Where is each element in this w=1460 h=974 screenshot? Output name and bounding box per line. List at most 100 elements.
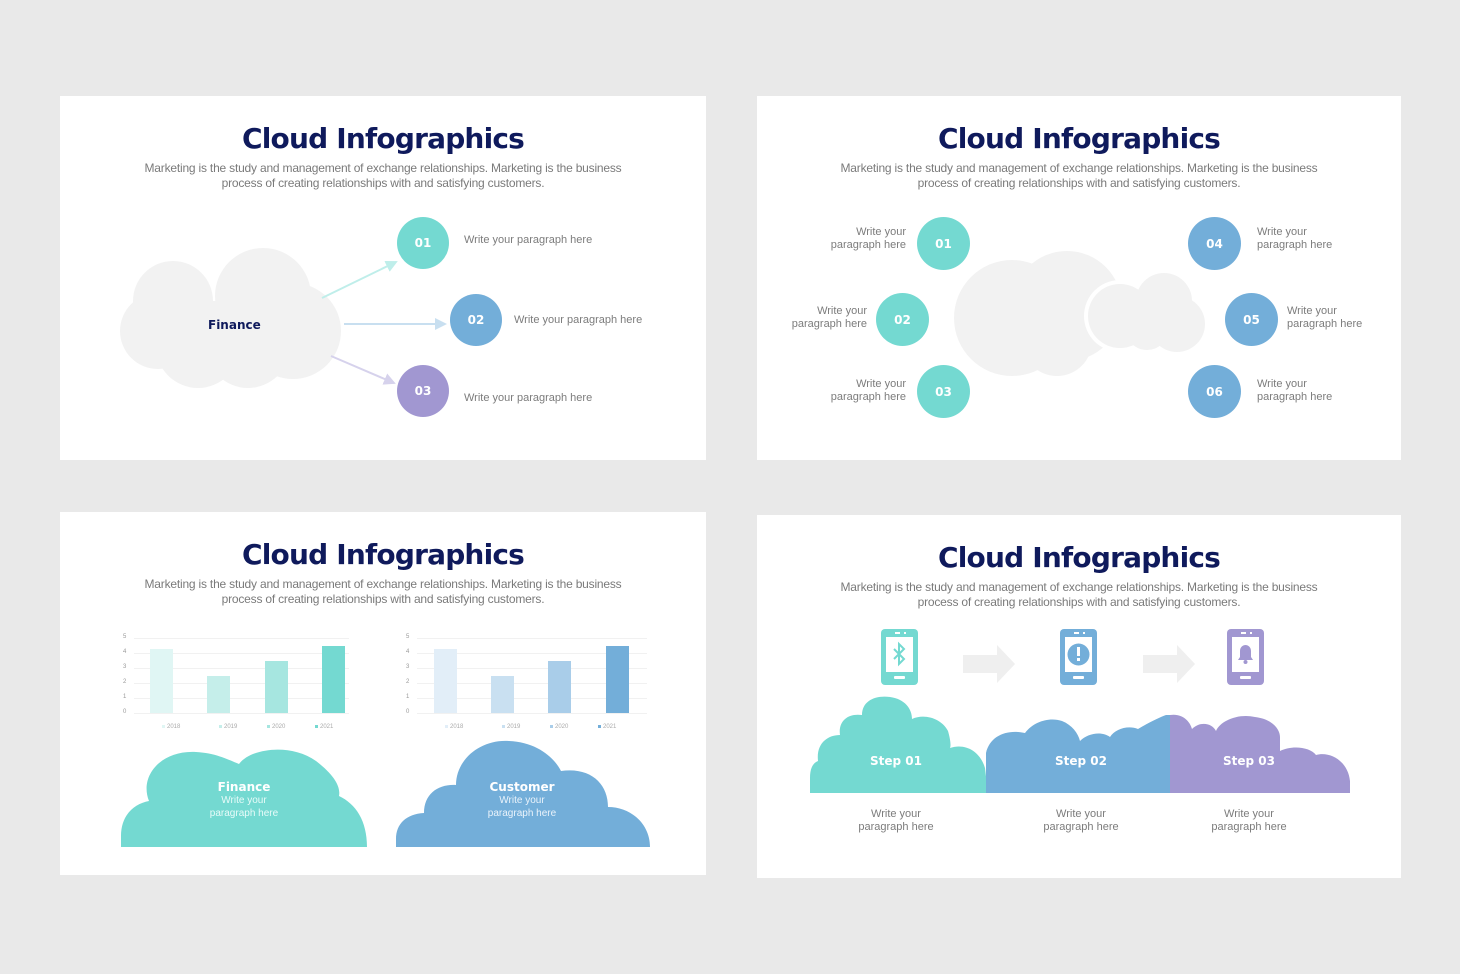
legend-label: 2021 [603,724,617,730]
item-text-06-line2: paragraph here [1257,391,1333,403]
slide-title: Cloud Infographics [241,122,525,155]
y-tick: 2 [406,679,410,685]
cloud-text-line2: paragraph here [209,808,279,819]
number-circle-02: 02 [450,294,502,346]
arrow-right-icon [1143,645,1195,683]
item-text-01-line2: paragraph here [830,239,906,251]
item-text-02: Write your paragraph here [792,305,867,331]
cloud-text-line1: Write your [499,795,545,806]
item-text-05-line2: paragraph here [1287,318,1363,330]
grid-line [417,683,647,684]
cloud-text-line1: Write your [221,795,267,806]
step-text-02-line1: Write your [1056,808,1106,820]
legend-label: 2019 [507,724,521,730]
step-label-02: Step 02 [1055,754,1107,768]
step-clouds [810,696,1350,793]
slide-title: Cloud Infographics [241,538,525,571]
item-text-03: Write your paragraph here [464,392,593,404]
grid-line [417,668,647,669]
legend-2018: 2018 [445,724,463,730]
step-text-03: Write your paragraph here [1199,808,1299,834]
legend-2018: 2018 [162,724,180,730]
legend-label: 2018 [167,724,181,730]
cloud-title: Customer [489,780,555,794]
grid-line [417,653,647,654]
grid-line [134,683,349,684]
step-text-02-line2: paragraph here [1043,821,1119,833]
phone-bell-icon [1227,629,1264,685]
bars-area [417,638,647,713]
y-tick: 1 [406,694,410,700]
legend-label: 2018 [450,724,464,730]
bar-chart-finance: 5 4 3 2 1 0 2018 2019 2020 2021 [120,634,350,734]
grid-line [134,668,349,669]
y-tick: 3 [123,664,127,670]
grid-line [417,698,647,699]
finance-cloud-text: Finance Write your paragraph here [184,780,304,820]
legend-label: 2020 [555,724,569,730]
slide-subtitle: Marketing is the study and management of… [60,161,706,191]
item-text-05-line1: Write your [1287,305,1337,317]
arrow-right-icon [963,645,1015,683]
item-text-06: Write your paragraph here [1257,378,1332,404]
step-text-01: Write your paragraph here [846,808,946,834]
slide-title: Cloud Infographics [937,122,1221,155]
subtitle-line-1: Marketing is the study and management of… [144,577,622,591]
step-label-03: Step 03 [1223,754,1275,768]
bar-2018 [150,648,173,713]
phone-alert-icon [1060,629,1097,685]
slide-title: Cloud Infographics [937,541,1221,574]
cloud-label: Finance [208,318,261,332]
subtitle-line-2: process of creating relationships with a… [221,176,545,190]
slide-bar-charts: Cloud Infographics Marketing is the stud… [60,512,706,875]
y-tick: 5 [123,634,127,640]
item-text-03-line1: Write your [856,378,906,390]
cloud-title: Finance [217,780,271,794]
legend-2020: 2020 [550,724,568,730]
grid-line [134,638,349,639]
phone-bluetooth-icon [881,629,918,685]
number-circle-05: 05 [1225,293,1278,346]
item-text-05: Write your paragraph here [1287,305,1362,331]
item-text-01: Write your paragraph here [464,234,593,246]
step-text-01-line1: Write your [871,808,921,820]
y-tick: 3 [406,664,410,670]
number-circle-04: 04 [1188,217,1241,270]
item-text-04: Write your paragraph here [1257,226,1332,252]
step-label-01: Step 01 [870,754,922,768]
legend-label: 2019 [224,724,238,730]
step-text-01-line2: paragraph here [858,821,934,833]
item-text-01-line1: Write your [856,226,906,238]
step-text-03-line2: paragraph here [1211,821,1287,833]
item-text-04-line2: paragraph here [1257,239,1333,251]
cloud-shape [120,248,341,388]
y-tick: 5 [406,634,410,640]
bar-2021 [606,645,629,713]
legend-2019: 2019 [219,724,237,730]
grid-line [134,698,349,699]
number-circle-06: 06 [1188,365,1241,418]
number-circle-01: 01 [397,217,449,269]
slide-subtitle: Marketing is the study and management of… [60,577,706,607]
step-text-02: Write your paragraph here [1031,808,1131,834]
subtitle-line-1: Marketing is the study and management of… [840,580,1318,594]
grid-line [417,638,647,639]
subtitle-line-2: process of creating relationships with a… [917,595,1241,609]
subtitle-line-2: process of creating relationships with a… [221,592,545,606]
customer-cloud-shape [396,740,650,847]
y-tick: 1 [123,694,127,700]
legend-label: 2021 [320,724,334,730]
legend-2019: 2019 [502,724,520,730]
bars-area [134,638,349,713]
item-text-04-line1: Write your [1257,226,1307,238]
grid-line [134,653,349,654]
legend-label: 2020 [272,724,286,730]
cloud-text-line2: paragraph here [487,808,557,819]
number-circle-01: 01 [917,217,970,270]
item-text-03-line2: paragraph here [830,391,906,403]
grid-line [134,713,349,714]
bar-2019 [207,675,230,713]
bar-2020 [265,660,288,713]
number-circle-03: 03 [397,365,449,417]
subtitle-line-1: Marketing is the study and management of… [144,161,622,175]
